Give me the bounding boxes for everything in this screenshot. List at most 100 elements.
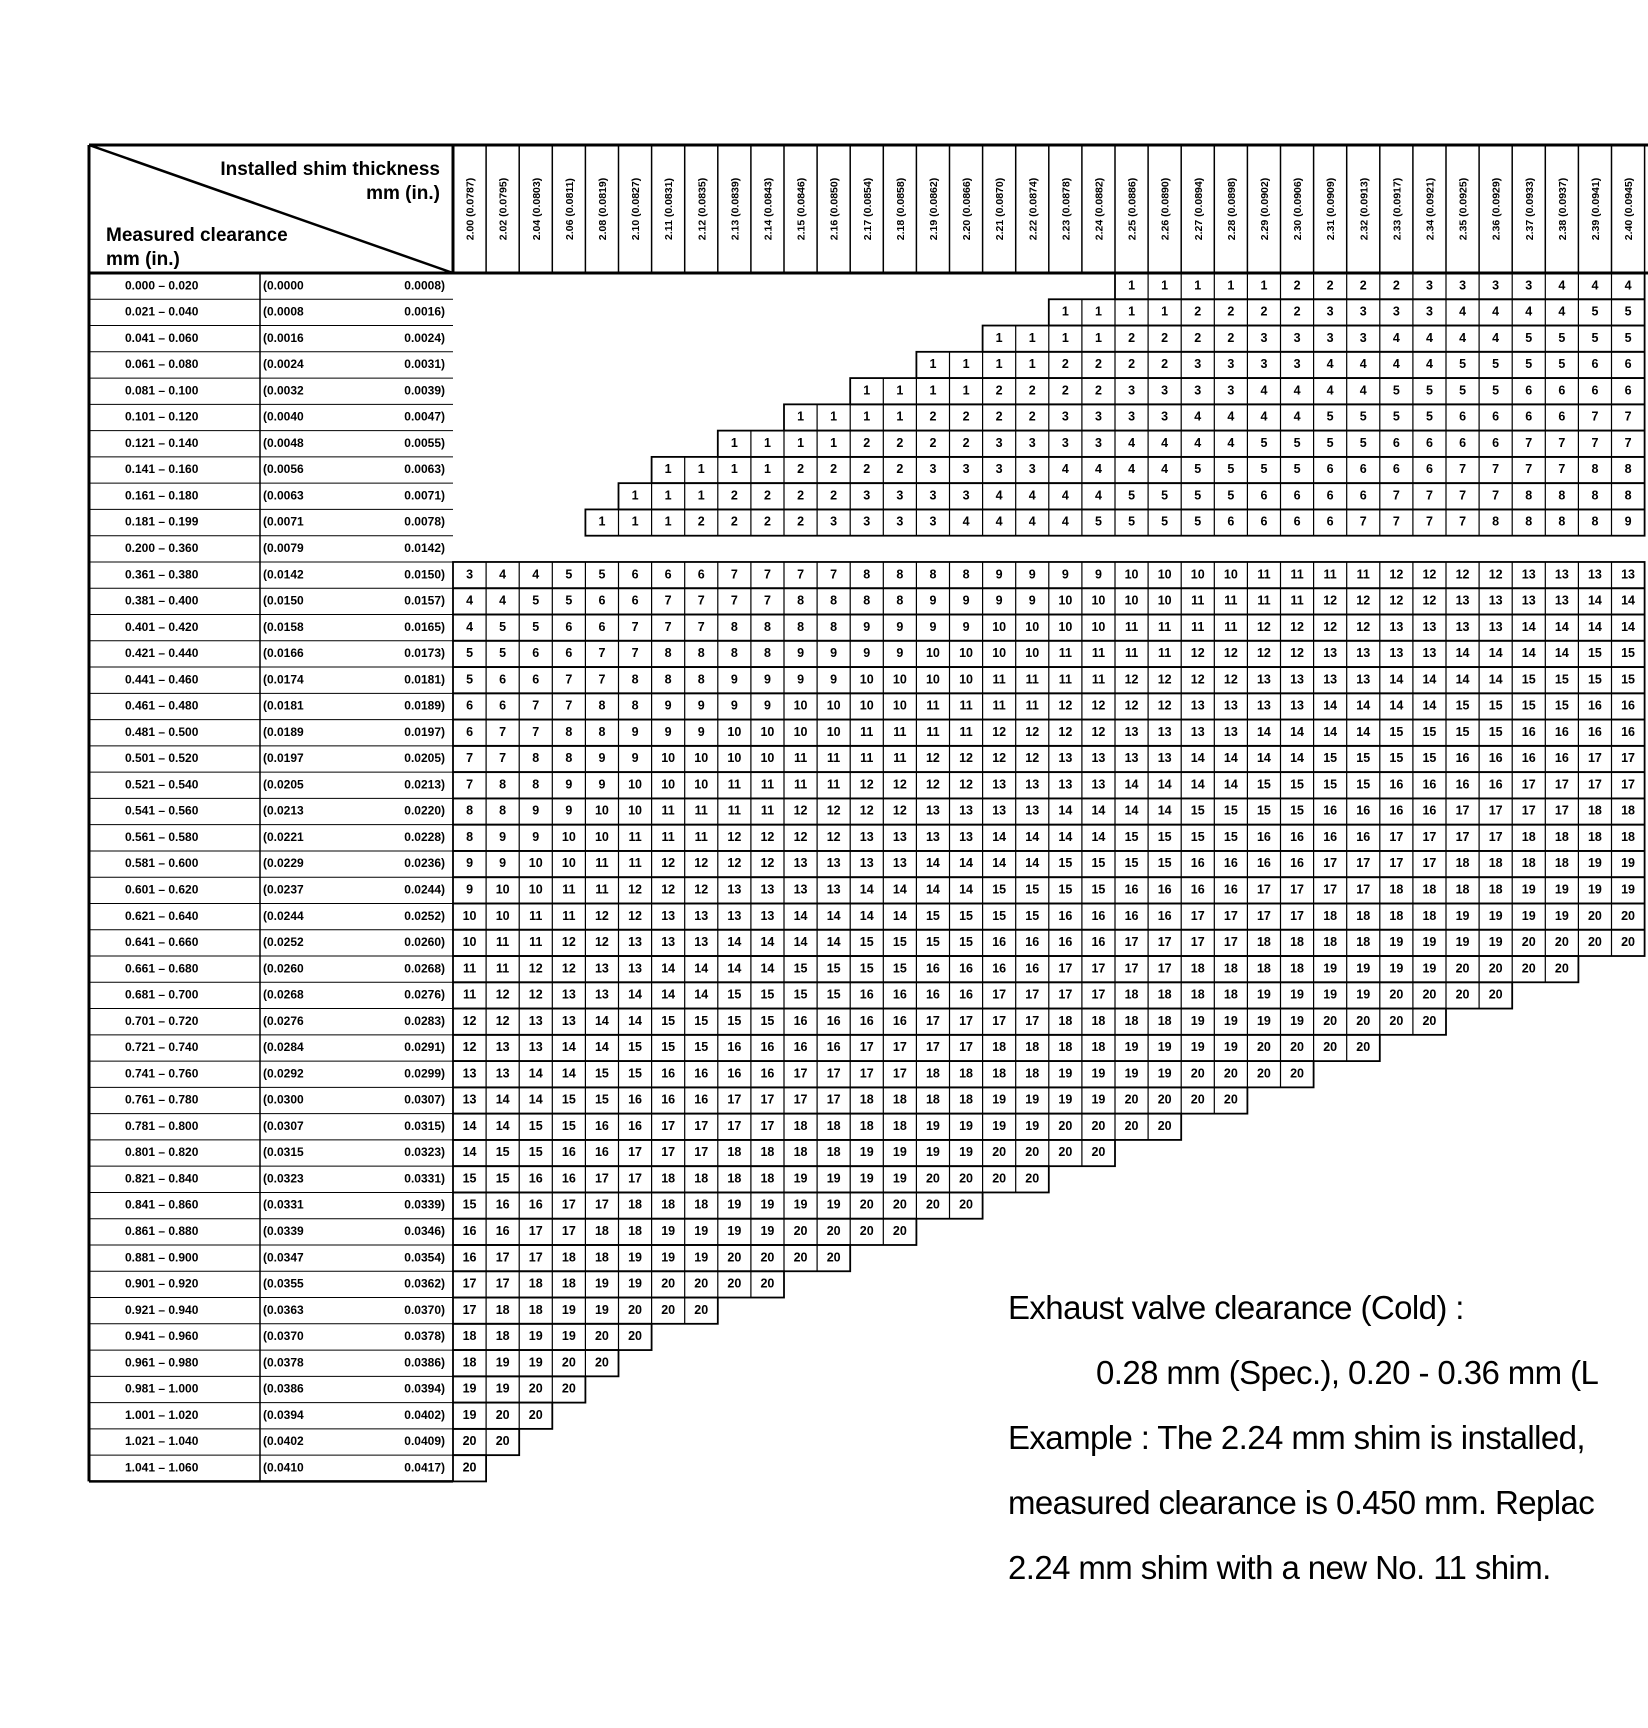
replacement-shim-number: 10	[496, 882, 510, 896]
replacement-shim-number: 12	[893, 777, 907, 791]
replacement-shim-number: 14	[529, 1093, 543, 1107]
measured-clearance-in-high: 0.0283)	[404, 1014, 445, 1028]
replacement-shim-number: 10	[1091, 594, 1105, 608]
replacement-shim-number: 18	[463, 1329, 477, 1343]
measured-clearance-in-high: 0.0315)	[404, 1119, 445, 1133]
replacement-shim-number: 13	[1422, 620, 1436, 634]
shim-thickness-header: 2.34 (0.0921)	[1424, 178, 1436, 240]
replacement-shim-number: 16	[1058, 909, 1072, 923]
replacement-shim-number: 11	[1257, 567, 1270, 581]
replacement-shim-number: 5	[565, 567, 572, 581]
replacement-shim-number: 8	[532, 751, 539, 765]
replacement-shim-number: 4	[1161, 462, 1168, 476]
replacement-shim-number: 12	[959, 751, 973, 765]
replacement-shim-number: 12	[959, 777, 973, 791]
replacement-shim-number: 1	[1161, 305, 1168, 319]
replacement-shim-number: 16	[1290, 856, 1304, 870]
replacement-shim-number: 15	[1356, 777, 1370, 791]
replacement-shim-number: 9	[1062, 567, 1069, 581]
replacement-shim-number: 17	[992, 988, 1006, 1002]
replacement-shim-number: 20	[893, 1198, 907, 1212]
measured-clearance-in-low: (0.0229	[263, 856, 304, 870]
replacement-shim-number: 7	[1492, 462, 1499, 476]
replacement-shim-number: 14	[1422, 699, 1436, 713]
replacement-shim-number: 20	[926, 1198, 940, 1212]
replacement-shim-number: 8	[1558, 488, 1565, 502]
replacement-shim-number: 13	[959, 804, 973, 818]
installed-shim-unit: mm (in.)	[366, 183, 440, 204]
replacement-shim-number: 20	[1091, 1145, 1105, 1159]
replacement-shim-number: 13	[893, 856, 907, 870]
replacement-shim-number: 4	[1492, 305, 1499, 319]
replacement-shim-number: 13	[827, 882, 841, 896]
replacement-shim-number: 10	[595, 830, 609, 844]
measured-clearance-in-high: 0.0024)	[404, 331, 445, 345]
replacement-shim-number: 5	[1095, 515, 1102, 529]
shim-thickness-header: 2.25 (0.0886)	[1127, 178, 1139, 240]
replacement-shim-number: 2	[764, 515, 771, 529]
replacement-shim-number: 9	[929, 620, 936, 634]
replacement-shim-number: 12	[1158, 699, 1172, 713]
measured-clearance-in-high: 0.0378)	[404, 1329, 445, 1343]
replacement-shim-number: 18	[1489, 882, 1503, 896]
note-spec: 0.28 mm (Spec.), 0.20 - 0.36 mm (L	[1096, 1354, 1599, 1391]
replacement-shim-number: 13	[1091, 751, 1105, 765]
replacement-shim-number: 12	[760, 856, 774, 870]
replacement-shim-number: 19	[1025, 1119, 1039, 1133]
shim-thickness-header: 2.28 (0.0898)	[1226, 178, 1238, 240]
replacement-shim-number: 20	[1422, 988, 1436, 1002]
replacement-shim-number: 2	[963, 410, 970, 424]
replacement-shim-number: 7	[598, 672, 605, 686]
replacement-shim-number: 14	[1356, 699, 1370, 713]
replacement-shim-number: 7	[565, 699, 572, 713]
replacement-shim-number: 14	[959, 856, 973, 870]
measured-clearance-in-high: 0.0071)	[404, 488, 445, 502]
replacement-shim-number: 7	[665, 594, 672, 608]
replacement-shim-number: 14	[694, 961, 708, 975]
replacement-shim-number: 2	[929, 410, 936, 424]
replacement-shim-number: 2	[1095, 383, 1102, 397]
replacement-shim-number: 19	[959, 1119, 973, 1133]
replacement-shim-number: 14	[1125, 777, 1139, 791]
replacement-shim-number: 19	[1224, 1014, 1238, 1028]
measured-clearance-mm: 0.881 – 0.900	[125, 1250, 199, 1264]
replacement-shim-number: 11	[1059, 672, 1072, 686]
replacement-shim-number: 16	[496, 1198, 510, 1212]
replacement-shim-number: 10	[1058, 620, 1072, 634]
replacement-shim-number: 5	[1558, 331, 1565, 345]
replacement-shim-number: 6	[1591, 357, 1598, 371]
replacement-shim-number: 16	[595, 1119, 609, 1133]
replacement-shim-number: 19	[860, 1171, 874, 1185]
replacement-shim-number: 6	[1492, 436, 1499, 450]
replacement-shim-number: 12	[1091, 725, 1105, 739]
replacement-shim-number: 20	[1489, 988, 1503, 1002]
shim-thickness-header: 2.31 (0.0909)	[1325, 178, 1337, 240]
replacement-shim-number: 3	[1062, 436, 1069, 450]
replacement-shim-number: 4	[1194, 436, 1201, 450]
replacement-shim-number: 20	[529, 1408, 543, 1422]
replacement-shim-number: 19	[1025, 1093, 1039, 1107]
replacement-shim-number: 15	[794, 988, 808, 1002]
replacement-shim-number: 8	[665, 646, 672, 660]
replacement-shim-number: 15	[595, 1066, 609, 1080]
replacement-shim-number: 13	[1356, 672, 1370, 686]
replacement-shim-number: 5	[1591, 331, 1598, 345]
replacement-shim-number: 6	[665, 567, 672, 581]
replacement-shim-number: 16	[1191, 882, 1205, 896]
replacement-shim-number: 19	[1555, 882, 1569, 896]
replacement-shim-number: 1	[665, 515, 672, 529]
measured-clearance-mm: 0.641 – 0.660	[125, 935, 199, 949]
replacement-shim-number: 14	[496, 1093, 510, 1107]
replacement-shim-number: 10	[959, 646, 973, 660]
measured-clearance-mm: 0.681 – 0.700	[125, 988, 199, 1002]
replacement-shim-number: 17	[1025, 988, 1039, 1002]
replacement-shim-number: 16	[1456, 777, 1470, 791]
replacement-shim-number: 12	[1191, 646, 1205, 660]
replacement-shim-number: 4	[1227, 410, 1234, 424]
replacement-shim-number: 1	[996, 357, 1003, 371]
replacement-shim-number: 14	[1456, 646, 1470, 660]
replacement-shim-number: 11	[562, 882, 575, 896]
replacement-shim-number: 15	[1191, 830, 1205, 844]
replacement-shim-number: 19	[1522, 909, 1536, 923]
replacement-shim-number: 12	[628, 882, 642, 896]
